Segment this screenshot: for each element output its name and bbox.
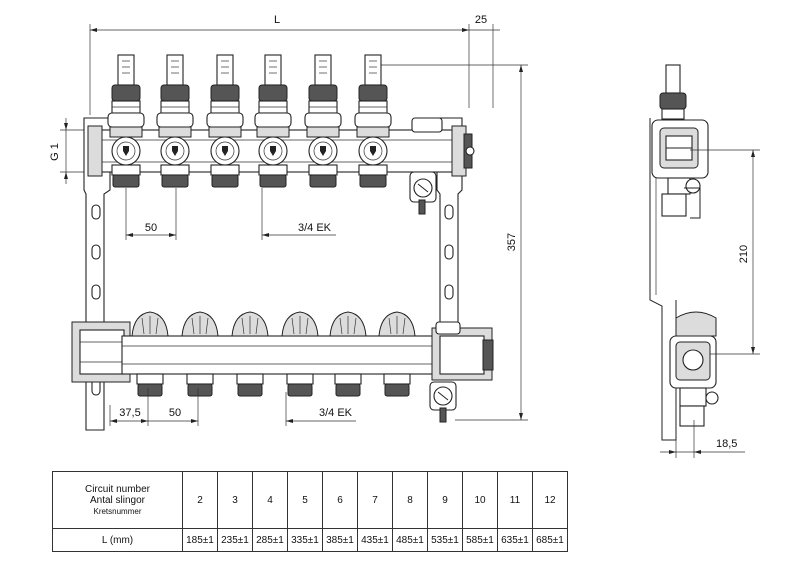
table-cell-circuit: 10 [462,471,498,529]
dim-label-50-top: 50 [145,222,157,234]
dimension-ek-top: 3/4 EK [261,188,336,240]
table-cell-circuit: 7 [357,471,393,529]
table-cell-length: 285±1 [252,528,288,552]
bottom-valve-knobs [131,311,416,397]
manifold-technical-drawing: L 25 357 G 1 [49,14,760,458]
dim-label-ek-bottom: 3/4 EK [319,407,353,419]
header-antal-slingor: Antal slingor [89,494,146,506]
thermostat-valve-knob [181,311,219,397]
dimension-table: Circuit number Antal slingor Kretsnummer… [52,471,568,552]
table-cell-length: 535±1 [427,528,463,552]
thermostat-valve-knob [131,311,169,397]
dimension-50-top: 50 [125,188,177,240]
flowmeter-valve [206,54,244,188]
table-cell-length: 685±1 [532,528,568,552]
table-cell-length: 435±1 [357,528,393,552]
dim-label-37-5: 37,5 [119,407,140,419]
table-cell-length: 485±1 [392,528,428,552]
dim-label-25: 25 [475,14,487,26]
table-cell-length: 335±1 [287,528,323,552]
table-cell-circuit: 3 [217,471,253,529]
dimension-50-bottom: 50 [148,388,199,426]
table-header-cell: Circuit number Antal slingor Kretsnummer [52,471,183,529]
dimension-357: 357 [380,64,528,421]
table-cell-circuit: 12 [532,471,568,529]
flowmeter-valve [304,54,342,188]
thermostat-valve-knob [378,311,416,397]
table-cell-length: 235±1 [217,528,253,552]
header-kretsnummer: Kretsnummer [93,506,142,516]
flowmeter-valve [354,54,392,188]
dim-label-ek-top: 3/4 EK [298,222,332,234]
table-cell-length: 635±1 [497,528,533,552]
flowmeter-valve [254,54,292,188]
table-cell-circuit: 9 [427,471,463,529]
table-cell-circuit: 11 [497,471,533,529]
table-row-lengths: L (mm) 185±1 235±1 285±1 335±1 385±1 435… [52,528,568,552]
flowmeter-valve [156,54,194,188]
dim-label-g1: G 1 [49,143,61,161]
row-label-length: L (mm) [52,528,183,552]
flowmeter-valve [107,54,145,188]
thermostat-valve-knob [231,311,269,397]
table-cell-circuit: 5 [287,471,323,529]
table-cell-circuit: 6 [322,471,358,529]
header-circuit-number: Circuit number [84,483,151,495]
table-cell-circuit: 8 [392,471,428,529]
thermostat-valve-knob [281,311,319,397]
side-view: 210 18,5 [649,64,760,458]
dimension-L: L [89,14,494,115]
bottom-manifold-bar [71,321,494,423]
dim-label-50-bottom: 50 [169,407,181,419]
dim-label-357: 357 [506,233,518,251]
thermostat-valve-knob [329,311,367,397]
table-cell-length: 585±1 [462,528,498,552]
table-row-circuits: Circuit number Antal slingor Kretsnummer… [52,471,568,529]
table-cell-length: 185±1 [182,528,218,552]
table-cell-length: 385±1 [322,528,358,552]
table-cell-circuit: 2 [182,471,218,529]
top-flowmeter-valves [107,54,392,188]
dim-label-L: L [274,14,280,26]
dim-label-210: 210 [738,245,750,263]
dimension-ek-bottom: 3/4 EK [285,392,356,426]
dimension-37-5: 37,5 [109,388,149,426]
dimension-25: 25 [469,14,500,31]
table-cell-circuit: 4 [252,471,288,529]
dim-label-18-5: 18,5 [716,438,737,450]
